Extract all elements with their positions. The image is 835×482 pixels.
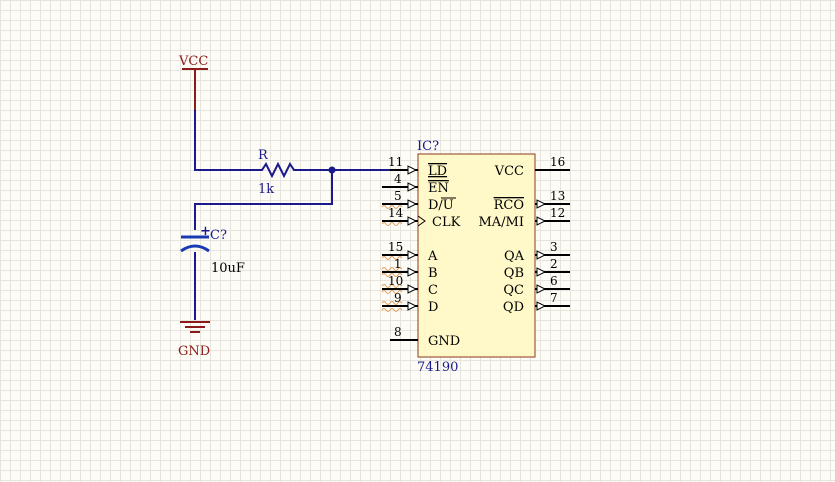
pin-number: 12 xyxy=(550,206,565,220)
pin-name: QA xyxy=(504,249,525,264)
ic-part-number: 74190 xyxy=(417,360,458,375)
pin-name: RCO xyxy=(494,198,524,213)
resistor[interactable]: R 1k xyxy=(250,148,300,197)
capacitor-plate-bottom xyxy=(180,244,210,253)
ic-pin-d[interactable]: 9 D xyxy=(381,291,438,315)
pin-name: QB xyxy=(504,266,524,281)
capacitor-polarity: + xyxy=(200,224,211,239)
gnd-power-port[interactable]: GND xyxy=(178,321,210,359)
pin-number: 13 xyxy=(550,189,565,203)
capacitor-value: 10uF xyxy=(211,261,245,276)
ic-designator: IC? xyxy=(417,139,439,154)
wire-junction-to-capacitor xyxy=(194,170,333,230)
pin-number: 6 xyxy=(550,274,558,288)
vcc-power-port[interactable]: VCC xyxy=(178,54,208,110)
pin-number: 7 xyxy=(550,291,558,305)
ic-pin-qa[interactable]: 3 QA xyxy=(504,240,570,264)
capacitor-designator: C? xyxy=(210,228,227,243)
ic-pin-c[interactable]: 10 C xyxy=(381,274,438,298)
pin-number: 8 xyxy=(394,325,402,339)
wire-vcc-to-resistor xyxy=(194,110,250,171)
pin-name: QD xyxy=(503,300,524,315)
pin-name: A xyxy=(427,249,438,264)
ic-pin-qd[interactable]: 7 QD xyxy=(503,291,570,315)
ic-74190[interactable]: IC? 74190 11 LD 4 EN 5 D/U xyxy=(381,139,570,375)
pin-number: 5 xyxy=(394,189,402,203)
pin-number: 4 xyxy=(394,172,402,186)
ic-pin-rco[interactable]: 13 RCO xyxy=(494,189,570,213)
resistor-value: 1k xyxy=(258,182,274,197)
pin-number: 10 xyxy=(388,274,403,288)
ic-pin-en[interactable]: 4 EN xyxy=(382,172,449,196)
pin-name: QC xyxy=(503,283,524,298)
pin-number: 14 xyxy=(388,206,404,220)
pin-number: 16 xyxy=(550,155,565,169)
ic-pin-a[interactable]: 15 A xyxy=(381,240,438,264)
pin-name: VCC xyxy=(494,164,524,179)
clock-indicator-icon xyxy=(417,215,426,227)
pin-name: GND xyxy=(428,334,460,349)
pin-number: 2 xyxy=(550,257,558,271)
resistor-symbol xyxy=(250,161,300,179)
gnd-label: GND xyxy=(178,344,210,359)
pin-number: 1 xyxy=(394,257,402,271)
wire-junction-dot xyxy=(328,166,336,174)
ic-body xyxy=(417,153,536,358)
pin-name: B xyxy=(428,266,438,281)
ic-pin-du[interactable]: 5 D/U xyxy=(381,189,456,213)
pin-number: 15 xyxy=(388,240,403,254)
ic-pin-ld[interactable]: 11 LD xyxy=(388,155,447,179)
ic-pin-mami[interactable]: 12 MA/MI xyxy=(478,206,570,230)
ic-pin-clk[interactable]: 14 CLK xyxy=(381,206,461,230)
capacitor[interactable]: + C? 10uF xyxy=(180,224,245,276)
ic-pin-b[interactable]: 1 B xyxy=(381,257,438,281)
pin-number: 3 xyxy=(550,240,558,254)
ic-pin-qb[interactable]: 2 QB xyxy=(504,257,570,281)
pin-name: MA/MI xyxy=(478,215,524,230)
ic-pin-qc[interactable]: 6 QC xyxy=(503,274,570,298)
ic-pin-gnd[interactable]: 8 GND xyxy=(390,325,460,349)
ic-pin-vcc[interactable]: 16 VCC xyxy=(494,155,570,179)
pin-number: 11 xyxy=(388,155,403,169)
pin-name: EN xyxy=(428,181,449,196)
pin-number: 9 xyxy=(394,291,402,305)
pin-name: D xyxy=(428,300,438,315)
pin-name: D/U xyxy=(428,198,454,213)
pin-name: C xyxy=(428,283,438,298)
wires xyxy=(194,110,390,320)
pin-name: CLK xyxy=(432,215,461,230)
vcc-label: VCC xyxy=(178,54,208,69)
resistor-designator: R xyxy=(258,148,269,163)
pin-name: LD xyxy=(428,164,447,179)
